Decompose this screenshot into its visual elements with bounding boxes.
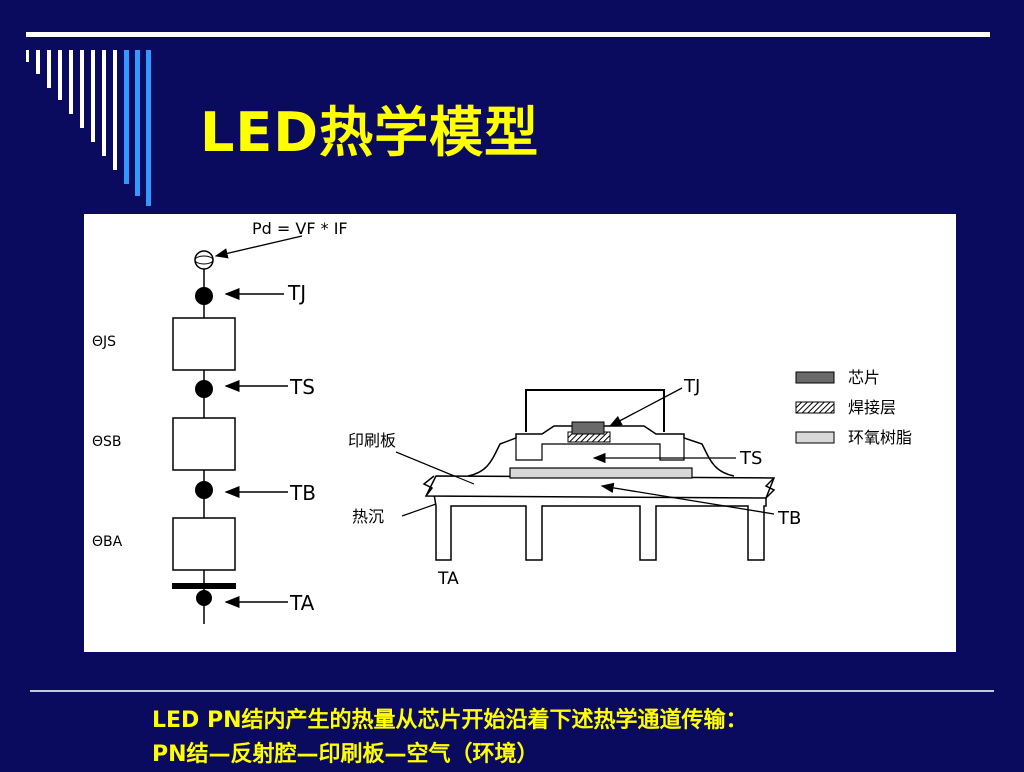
legend-label-epoxy: 环氧树脂 bbox=[848, 428, 912, 447]
slide-title: LED热学模型 bbox=[200, 101, 540, 164]
label-tj-left: TJ bbox=[287, 281, 306, 305]
node-ta-dot bbox=[196, 590, 212, 606]
resistor-ba bbox=[172, 517, 236, 571]
label-tj-right: TJ bbox=[683, 376, 700, 397]
label-res-js: ΘJS bbox=[92, 334, 116, 350]
legend-swatch-chip bbox=[795, 371, 835, 384]
epoxy-layer bbox=[509, 467, 693, 479]
node-tj-dot bbox=[195, 287, 213, 305]
label-tb-left: TB bbox=[289, 481, 316, 505]
legend-label-chip: 芯片 bbox=[848, 368, 880, 387]
node-tb-dot bbox=[195, 481, 213, 499]
chip bbox=[571, 421, 605, 435]
caption-line-1: LED PN结内产生的热量从芯片开始沿着下述热学通道传输： bbox=[152, 708, 748, 733]
label-res-ba: ΘBA bbox=[92, 534, 123, 550]
legend-label-solder: 焊接层 bbox=[848, 398, 896, 417]
label-ts-left: TS bbox=[289, 375, 315, 399]
label-ts-right: TS bbox=[739, 448, 762, 469]
caption-line-2: PN结—反射腔—印刷板—空气（环境） bbox=[152, 742, 539, 767]
decorative-stripes bbox=[26, 50, 151, 206]
label-tb-right: TB bbox=[777, 508, 801, 529]
legend-swatch-epoxy bbox=[795, 431, 835, 444]
heat-sink bbox=[433, 493, 767, 561]
label-pcb: 印刷板 bbox=[348, 431, 396, 450]
power-formula: Pd = VF * IF bbox=[252, 219, 348, 238]
slide-caption: LED PN结内产生的热量从芯片开始沿着下述热学通道传输： PN结—反射腔—印刷… bbox=[152, 704, 992, 772]
ground-bar bbox=[172, 583, 236, 589]
bottom-rule bbox=[30, 690, 994, 692]
resistor-sb bbox=[172, 417, 236, 471]
resistor-js bbox=[172, 317, 236, 371]
legend-swatch-solder bbox=[795, 401, 835, 414]
top-rule bbox=[26, 32, 990, 37]
led-package-diagram bbox=[422, 389, 776, 561]
thermal-model-diagram: Pd = VF * IF TJ TS TB TA ΘJS ΘSB ΘBA 印刷板… bbox=[92, 219, 912, 624]
label-res-sb: ΘSB bbox=[92, 434, 122, 450]
legend: 芯片 焊接层 环氧树脂 bbox=[795, 368, 912, 447]
label-ta-right: TA bbox=[437, 569, 459, 589]
power-source-symbol bbox=[194, 250, 214, 270]
label-heatsink: 热沉 bbox=[352, 507, 384, 526]
pcb-board bbox=[424, 475, 776, 499]
label-ta-left: TA bbox=[289, 591, 315, 615]
node-ts-dot bbox=[195, 380, 213, 398]
thermal-model-figure: Pd = VF * IF TJ TS TB TA ΘJS ΘSB ΘBA 印刷板… bbox=[84, 214, 956, 652]
resistance-chain bbox=[172, 250, 236, 624]
